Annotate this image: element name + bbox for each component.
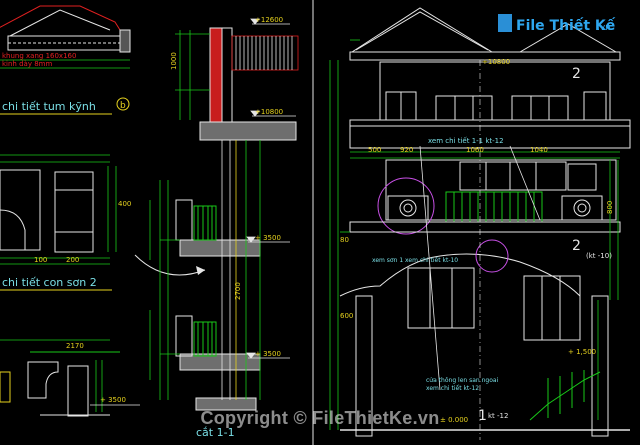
right-elevation [329, 7, 631, 440]
logo-icon [498, 14, 512, 32]
parapet-wall [209, 27, 223, 129]
ground-floor-door [407, 267, 475, 329]
label-kt-12: kt -12 [488, 412, 508, 420]
level-0000: ± 0.000 [440, 416, 468, 424]
dim-2700: 2700 [234, 282, 242, 300]
level-10800-right: +10800 [482, 58, 510, 66]
detail-callout-circle-2 [475, 239, 509, 273]
axis-marker-2-mid: 2 [572, 238, 581, 254]
label-xem-chi-tiet: xem chi tiết 1-1 kt-12 [428, 137, 504, 145]
label-tum-kinh: chi tiết tum kỹnh [2, 100, 96, 113]
dim-100-left: 100 [34, 256, 47, 264]
balcony-railing-upper [193, 205, 217, 241]
gable-right [519, 23, 617, 53]
level-10800: +10800 [255, 108, 283, 116]
left-detail-panel [0, 5, 131, 417]
label-cat-1-1: cắt 1-1 [196, 426, 235, 439]
gable-left [351, 7, 493, 53]
detail-callout-circle-1 [377, 177, 435, 235]
level-1500: + 1,500 [568, 348, 596, 356]
detail-marker-b [116, 97, 130, 111]
dim-2170: 2170 [66, 342, 84, 350]
middle-section-cut [90, 18, 299, 411]
logo-suffix: .vn [597, 23, 611, 33]
label-kt-10: (kt -10) [586, 252, 612, 260]
level-3500-left: + 3500 [100, 396, 126, 404]
label-cua-thong-len: cửa thông len san ngoai [426, 377, 499, 384]
left-dim-lines [0, 59, 130, 412]
dim-200-left: 200 [66, 256, 79, 264]
skylight-hatch [231, 35, 299, 71]
second-floor-windows [459, 161, 597, 191]
level-12600: +12600 [255, 16, 283, 24]
level-3500-mid: + 3500 [255, 234, 281, 242]
copyright-watermark: Copyright © FileThietKe.vn [200, 408, 440, 428]
dim-1060: 1060 [466, 146, 484, 154]
slab-roof [199, 121, 297, 141]
label-xem-son: xem sơn 1 xem chi tiết kt-10 [372, 257, 458, 264]
dim-800: 800 [606, 201, 614, 214]
dim-1040: 1040 [530, 146, 548, 154]
dim-note-b: kinh dày 8mm [2, 60, 52, 68]
label-marker-b: b [120, 101, 126, 111]
balcony-balustrade [445, 191, 543, 223]
roof-truss-line [0, 5, 126, 39]
label-cua-thong-len-2: xem chi tiết kt-12 [426, 385, 479, 392]
balcony-railing-lower [193, 321, 217, 357]
axis-marker-2-top: 2 [572, 66, 581, 82]
label-con-son-2: chi tiết con sơn 2 [2, 276, 97, 289]
text-layer: khung xang 160x160 kinh dày 8mm chi tiết… [2, 16, 614, 439]
dim-80: 80 [340, 236, 349, 244]
axis-marker-1-bottom: 1 [478, 408, 487, 424]
dim-920: 920 [400, 146, 413, 154]
dim-500: 500 [368, 146, 381, 154]
dim-600: 600 [340, 312, 353, 320]
level-3500-low: + 3500 [255, 350, 281, 358]
dim-1000: 1000 [170, 52, 178, 70]
logo-text: File Thiết Kế [516, 17, 616, 34]
entry-stair [529, 370, 601, 421]
dim-note-a: khung xang 160x160 [2, 52, 76, 60]
filethietke-logo: File Thiết Kế .vn [498, 14, 616, 34]
dim-400-left: 400 [118, 200, 131, 208]
